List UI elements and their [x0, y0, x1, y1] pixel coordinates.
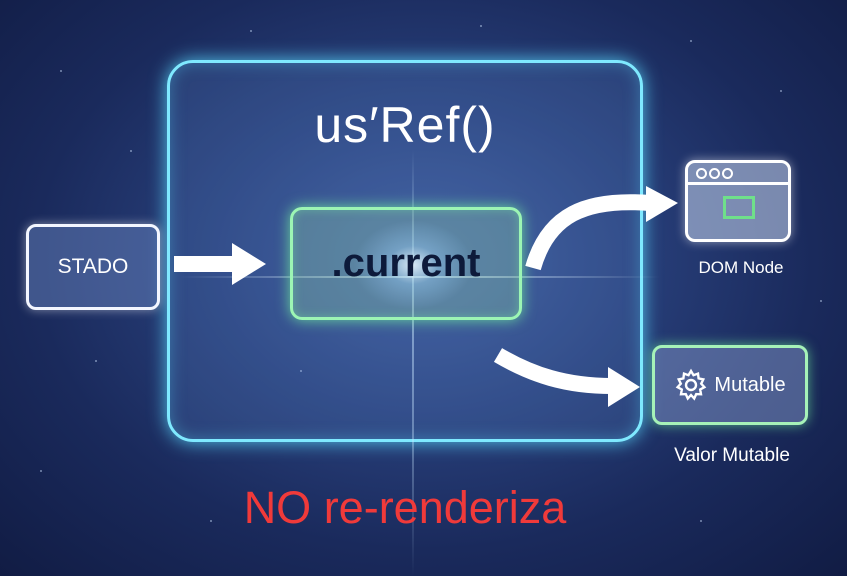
dom-node-label: DOM Node [698, 258, 784, 277]
browser-dot-icon [709, 168, 720, 179]
browser-window-icon [685, 160, 791, 242]
arrow-estado-to-current [174, 243, 266, 285]
light-flare-core [353, 220, 473, 310]
estado-label: STADO [57, 255, 129, 278]
mutable-label: Mutable [714, 373, 786, 396]
browser-dot-icon [696, 168, 707, 179]
browser-title-bar [688, 163, 788, 185]
gear-icon [676, 368, 707, 401]
dom-element-icon [723, 196, 755, 219]
arrow-current-to-mutable [493, 348, 640, 407]
current-node: .current [290, 207, 522, 320]
current-label: .current [331, 241, 481, 285]
no-rerender-warning: NO re-renderiza [243, 482, 567, 533]
estado-node: STADO [26, 224, 160, 310]
browser-dot-icon [722, 168, 733, 179]
arrow-current-to-dom [525, 186, 678, 271]
useref-title: us′Ref() [314, 97, 496, 153]
light-flare-vertical [412, 150, 414, 576]
mutable-node: Mutable [652, 345, 808, 425]
valor-mutable-label: Valor Mutable [674, 445, 790, 466]
